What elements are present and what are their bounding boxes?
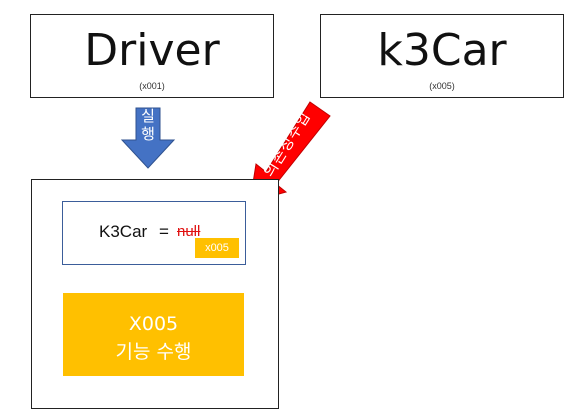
variable-equals: =	[159, 222, 169, 241]
function-line2: 기능 수행	[115, 341, 192, 363]
function-line1: X005	[128, 313, 179, 335]
run-label-line1: 실	[141, 107, 155, 125]
function-box: X005 기능 수행	[63, 293, 244, 376]
run-label-line2: 행	[141, 125, 155, 143]
run-arrow-label: 실 행	[137, 107, 159, 143]
variable-new-value-badge: x005	[195, 238, 239, 258]
run-arrow	[120, 107, 176, 169]
k3car-title: k3Car	[377, 25, 507, 76]
k3car-address: (x005)	[429, 81, 455, 91]
variable-old-value: null	[177, 223, 201, 240]
driver-title: Driver	[84, 25, 220, 76]
driver-box: Driver (x001)	[30, 14, 274, 98]
variable-name: K3Car	[99, 222, 148, 241]
k3car-box: k3Car (x005)	[320, 14, 564, 98]
variable-box: K3Car = null x005	[62, 201, 246, 265]
driver-address: (x001)	[139, 81, 165, 91]
